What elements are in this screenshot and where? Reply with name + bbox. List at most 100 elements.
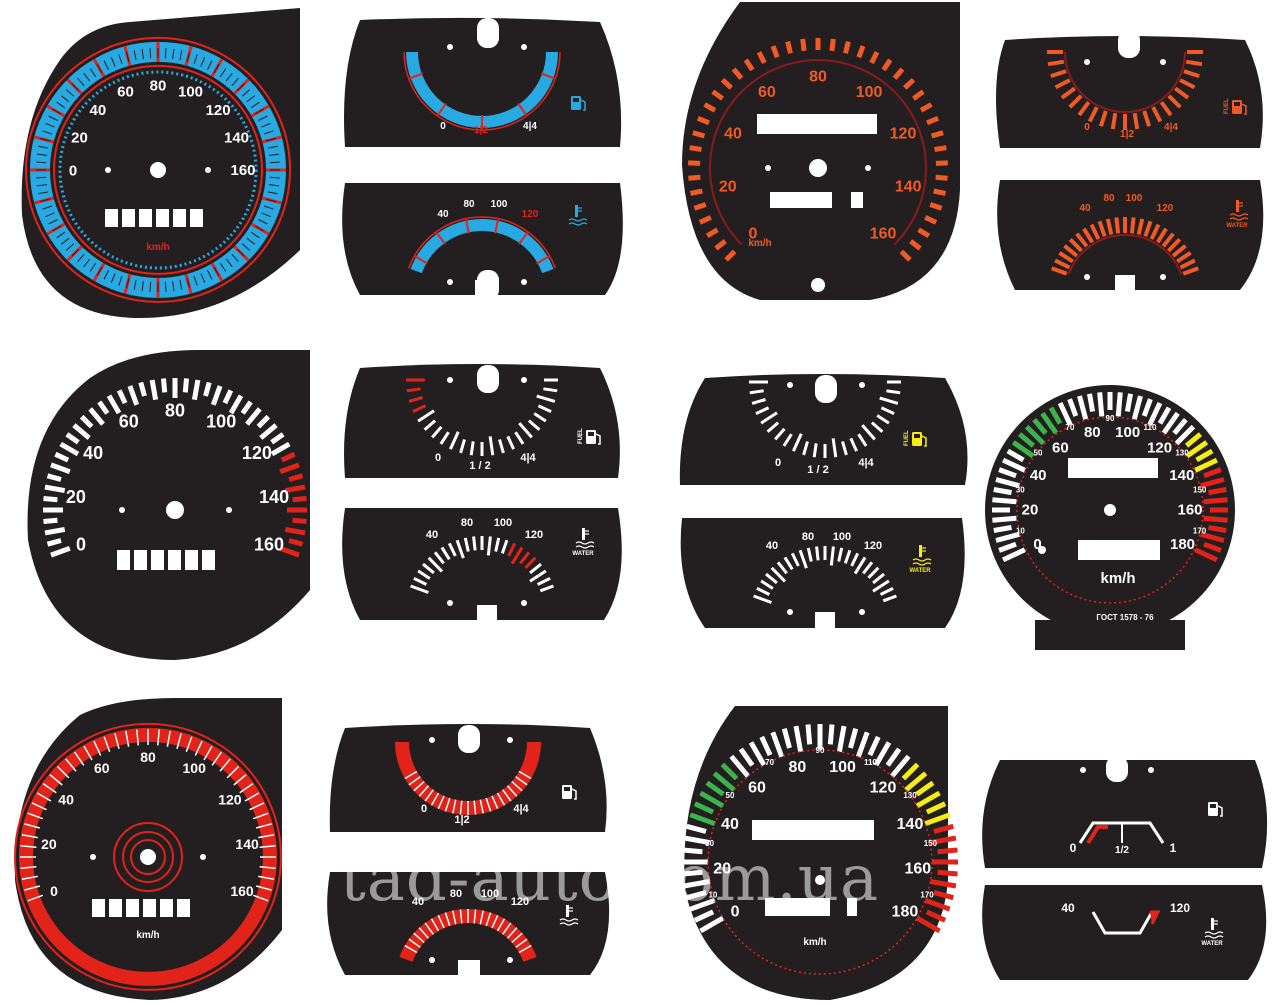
odometer-digit-window (160, 899, 173, 917)
odometer-digit-window (134, 550, 147, 570)
mount-hole (200, 854, 206, 860)
temp-gauge-red-panel (327, 872, 610, 975)
tick-mark (693, 909, 715, 923)
tick-mark (213, 64, 220, 74)
needle-pivot (809, 159, 827, 177)
odometer-digit-window (122, 209, 135, 227)
fuel-full-label: 4|4 (1164, 122, 1178, 133)
tick-mark (766, 421, 780, 433)
tick-mark (231, 253, 239, 263)
tick-mark (473, 800, 477, 815)
tick-mark (136, 729, 139, 746)
tick-mark (1097, 392, 1105, 417)
fuel-empty-label: 0 (775, 457, 781, 469)
speedo-red-center-ring (113, 822, 183, 892)
tick-mark (106, 394, 122, 415)
tick-mark (472, 536, 477, 551)
tick-mark (409, 72, 424, 80)
scale-label: 60 (117, 84, 134, 101)
tick-mark (850, 552, 860, 567)
tick-mark (924, 215, 938, 225)
speedo-red-panel (14, 698, 283, 1000)
scale-label: 110 (864, 758, 877, 767)
scale-label: 160 (870, 226, 897, 243)
tick-mark (841, 441, 848, 456)
odometer-trip-window (757, 114, 877, 134)
scale-label: 70 (765, 758, 774, 767)
scale-label: 120 (890, 125, 917, 142)
scale-label: 90 (816, 746, 825, 755)
speedo-white-red-ticks (43, 378, 307, 558)
tick-mark (798, 549, 808, 569)
tick-mark (200, 273, 206, 283)
tick-mark (904, 771, 928, 792)
temp-label: 40 (437, 209, 449, 220)
tick-mark (225, 72, 233, 82)
tick-mark (43, 496, 58, 503)
tick-mark (993, 524, 1012, 533)
tick-mark (222, 389, 234, 405)
tick-mark (280, 451, 296, 463)
scale-label: 170 (1193, 527, 1207, 536)
fuel-yellow-ticks (749, 380, 901, 458)
tick-mark (200, 57, 206, 67)
tick-mark (511, 932, 523, 944)
tick-mark (430, 918, 440, 932)
tick-mark (1048, 406, 1063, 425)
fuel-pump-window (588, 432, 594, 436)
tick-mark (413, 780, 425, 792)
scale-label: 100 (1115, 424, 1140, 441)
tick-mark (1087, 393, 1096, 412)
temp-label: 100 (491, 199, 508, 210)
speedo-orange-ticks (687, 38, 949, 262)
tick-mark (65, 243, 75, 251)
tick-mark (1129, 217, 1136, 234)
thermometer-stem (582, 528, 585, 540)
wave-line (575, 545, 595, 549)
tick-mark (867, 735, 881, 757)
tick-mark (800, 38, 807, 52)
scale-label: 40 (1030, 467, 1047, 484)
tick-mark (1208, 524, 1227, 533)
tick-mark (96, 266, 103, 276)
tick-mark (36, 161, 47, 164)
tick-mark (437, 795, 445, 810)
speedo-tri-panel-base (1035, 620, 1185, 650)
scale-label: 30 (1016, 486, 1025, 495)
scale-label: 60 (758, 84, 776, 101)
tick-mark (77, 253, 85, 263)
tick-mark (1105, 218, 1114, 235)
scale-label: 80 (789, 759, 807, 776)
tick-mark (498, 439, 505, 454)
tick-mark (149, 48, 152, 59)
tick-mark (915, 790, 941, 809)
tick-mark (125, 278, 130, 288)
tick-mark (79, 414, 94, 429)
tick-mark (469, 441, 475, 456)
odometer-digit-window (168, 550, 181, 570)
scale-label: 0 (69, 162, 77, 179)
thermometer-stem (919, 545, 922, 557)
tick-mark (774, 427, 786, 441)
tick-mark (45, 122, 55, 128)
odometer-digit-window (156, 209, 169, 227)
tick-mark (1149, 223, 1161, 240)
tick-mark (1032, 417, 1048, 436)
tick-mark (515, 776, 528, 786)
tick-mark (543, 387, 558, 393)
fuel-half-label: 1 / 2 (469, 460, 490, 472)
tick-mark (1047, 59, 1065, 67)
fuel-pump-hose (580, 99, 586, 111)
tick-mark (689, 812, 716, 827)
scale-label: 120 (206, 102, 231, 119)
tick-mark (485, 912, 492, 927)
tick-mark (1057, 402, 1073, 426)
tick-mark (52, 225, 62, 232)
tick-mark (406, 387, 421, 393)
wave-line (912, 562, 932, 566)
tick-mark (937, 869, 958, 877)
scale-label: 0 (50, 883, 58, 899)
coolant-temperature-icon: WATER (1201, 918, 1224, 947)
tick-mark (193, 54, 198, 65)
